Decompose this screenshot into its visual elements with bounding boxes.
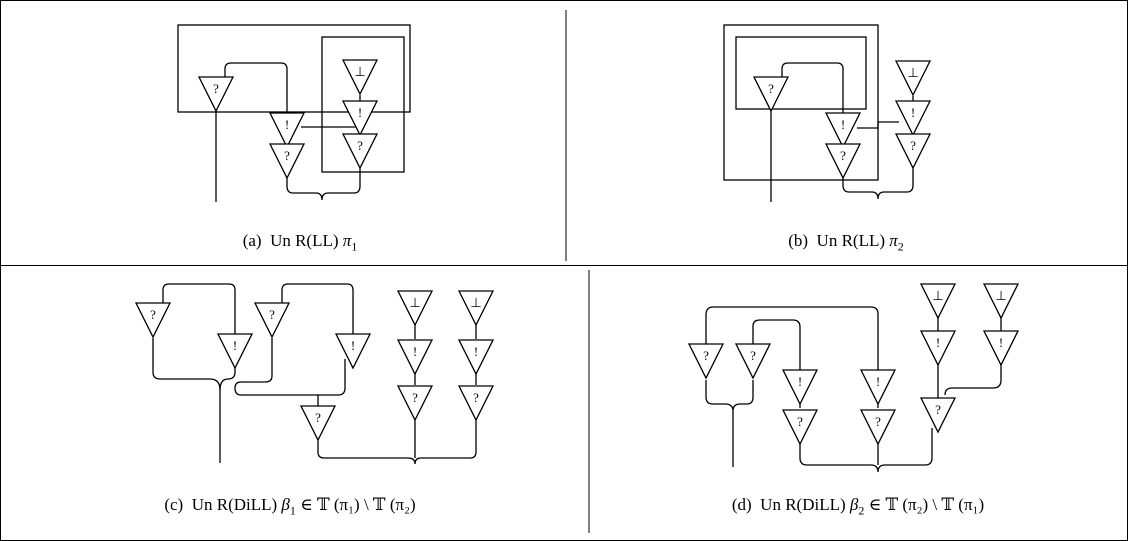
node-c-16: ⊥: [396, 290, 434, 327]
node-label: !: [474, 344, 478, 359]
node-b-8: !: [894, 100, 932, 137]
node-c-13: !: [216, 333, 254, 370]
caption-a-symbol: π: [342, 231, 352, 250]
node-c-19: ⊥: [457, 290, 495, 327]
node-d-31: ?: [919, 397, 957, 434]
node-label: ⊥: [409, 295, 420, 310]
node-label: ?: [935, 402, 941, 417]
node-d-26: !: [859, 369, 897, 406]
caption-d-text: Un R(DiLL): [760, 495, 846, 514]
node-a-5: ?: [341, 133, 379, 170]
node-a-2: !: [341, 100, 379, 137]
caption-c-sub: 1: [289, 503, 296, 518]
node-d-24: ?: [734, 343, 772, 380]
node-a-0: ?: [197, 76, 235, 113]
node-label: ⊥: [354, 64, 365, 79]
node-d-32: ?: [781, 409, 819, 446]
node-label: !: [911, 105, 915, 120]
node-c-21: ?: [457, 385, 495, 422]
node-label: ?: [703, 348, 709, 363]
node-label: ?: [213, 81, 219, 96]
node-a-4: ?: [268, 143, 306, 180]
caption-b-text: Un R(LL): [816, 231, 886, 250]
node-d-23: ?: [687, 343, 725, 380]
caption-c-symbol: β: [281, 495, 290, 514]
node-label: !: [798, 374, 802, 389]
node-label: !: [285, 117, 289, 132]
node-label: ?: [284, 148, 290, 163]
caption-d-symbol: β: [849, 495, 859, 514]
node-label: !: [936, 335, 940, 350]
node-a-1: ⊥: [341, 59, 379, 96]
node-layer: ? ⊥!!??? ⊥!!???!?! ⊥!? ⊥!????!! ⊥! ⊥!???: [134, 59, 1020, 446]
caption-d-tag: (d): [731, 495, 752, 514]
node-label: ?: [875, 414, 881, 429]
node-label: !: [233, 338, 237, 353]
node-c-17: !: [396, 339, 434, 376]
node-b-9: !: [824, 112, 862, 149]
panel-d-diagram: [705, 306, 1002, 473]
node-label: ⊥: [932, 288, 943, 303]
caption-c-tag: (c): [164, 495, 184, 514]
node-label: ?: [412, 390, 418, 405]
caption-b-tag: (b): [788, 231, 809, 250]
caption-a: (a) Un R(LL) π1: [243, 231, 358, 254]
node-label: ⊥: [470, 295, 481, 310]
node-label: ⊥: [995, 288, 1006, 303]
node-b-11: ?: [894, 133, 932, 170]
caption-c-extra: ∈ 𝕋 (π₁) \ 𝕋 (π₂): [295, 495, 416, 514]
node-d-33: ?: [859, 409, 897, 446]
node-d-28: !: [919, 330, 957, 367]
node-d-30: !: [982, 330, 1020, 367]
node-b-7: ⊥: [894, 60, 932, 97]
caption-a-sub: 1: [351, 239, 358, 254]
caption-b: (b) Un R(LL) π2: [788, 231, 904, 254]
node-label: ?: [768, 81, 774, 96]
panel-b-diagram: [723, 24, 914, 202]
caption-d: (d) Un R(DiLL) β2 ∈ 𝕋 (π₂) \ 𝕋 (π₁): [732, 495, 984, 518]
node-label: !: [876, 374, 880, 389]
caption-d-sub: 2: [858, 503, 865, 518]
node-label: !: [351, 338, 355, 353]
node-label: ?: [150, 307, 156, 322]
node-label: ?: [750, 348, 756, 363]
node-c-15: !: [334, 333, 372, 370]
node-c-14: ?: [253, 302, 291, 339]
node-c-20: !: [457, 339, 495, 376]
node-label: ?: [269, 307, 275, 322]
caption-a-text: Un R(LL): [270, 231, 339, 250]
node-a-3: !: [268, 112, 306, 149]
caption-a-tag: (a): [242, 231, 262, 250]
node-d-27: ⊥: [919, 283, 957, 320]
node-label: !: [999, 335, 1003, 350]
node-b-10: ?: [824, 143, 862, 180]
node-label: ?: [840, 148, 846, 163]
node-label: ?: [797, 414, 803, 429]
node-label: !: [413, 344, 417, 359]
node-c-22: ?: [299, 405, 337, 442]
node-b-6: ?: [752, 76, 790, 113]
caption-c-text: Un R(DiLL): [191, 495, 278, 514]
node-label: ?: [910, 138, 916, 153]
node-label: ?: [357, 138, 363, 153]
node-label: !: [841, 117, 845, 132]
node-c-12: ?: [134, 302, 172, 339]
node-label: ?: [315, 410, 321, 425]
caption-b-symbol: π: [889, 231, 898, 250]
caption-c: (c) Un R(DiLL) β1 ∈ 𝕋 (π₁) \ 𝕋 (π₂): [164, 495, 415, 518]
node-c-18: ?: [396, 385, 434, 422]
node-label: ⊥: [907, 65, 918, 80]
node-label: ?: [473, 390, 479, 405]
node-label: !: [358, 105, 362, 120]
panel-c-diagram: [152, 283, 477, 465]
panel-a-diagram: [177, 24, 411, 202]
caption-d-extra: ∈ 𝕋 (π₂) \ 𝕋 (π₁): [864, 495, 985, 514]
caption-b-sub: 2: [897, 239, 904, 254]
node-d-25: !: [781, 369, 819, 406]
node-d-29: ⊥: [982, 283, 1020, 320]
